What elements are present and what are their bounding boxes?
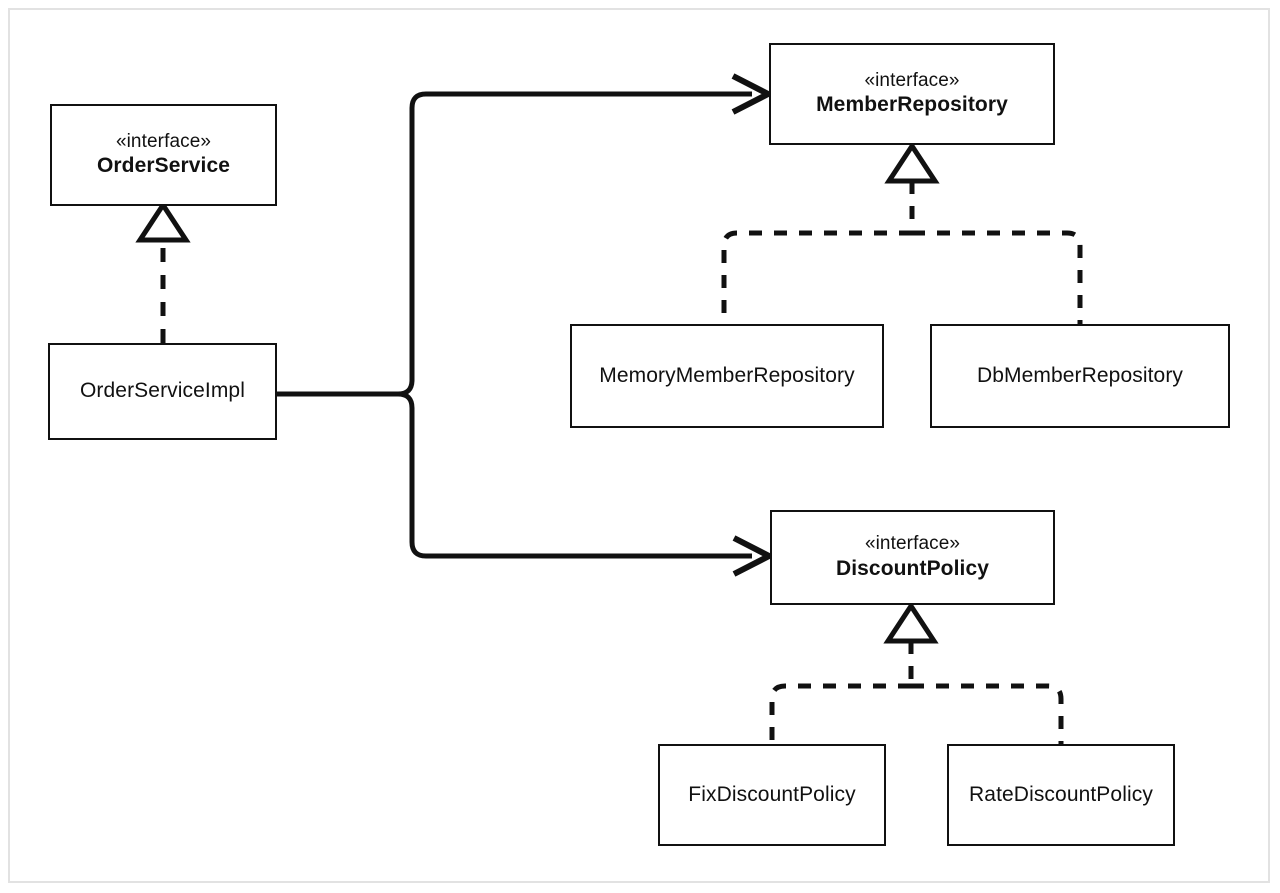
stereotype-label: «interface» — [864, 533, 961, 555]
class-name-label: DiscountPolicy — [835, 556, 990, 580]
class-name-label: MemberRepository — [816, 93, 1008, 117]
uml-node-fix-discount-policy[interactable]: FixDiscountPolicy — [658, 744, 886, 846]
uml-node-order-service-impl[interactable]: OrderServiceImpl — [48, 343, 277, 440]
class-name-label: OrderService — [96, 154, 231, 178]
stereotype-label: «interface» — [864, 69, 960, 91]
uml-node-rate-discount-policy[interactable]: RateDiscountPolicy — [947, 744, 1175, 846]
uml-node-db-member-repository[interactable]: DbMemberRepository — [930, 324, 1230, 428]
stereotype-label: «interface» — [115, 130, 212, 152]
uml-node-order-service[interactable]: «interface» OrderService — [50, 104, 277, 206]
class-name-label: MemoryMemberRepository — [599, 363, 855, 387]
class-name-label: FixDiscountPolicy — [688, 782, 856, 806]
class-name-label: RateDiscountPolicy — [969, 782, 1153, 806]
class-name-label: DbMemberRepository — [976, 363, 1184, 387]
class-name-label: OrderServiceImpl — [80, 379, 245, 403]
uml-node-memory-member-repository[interactable]: MemoryMemberRepository — [570, 324, 884, 428]
uml-node-discount-policy[interactable]: «interface» DiscountPolicy — [770, 510, 1055, 605]
uml-node-member-repository[interactable]: «interface» MemberRepository — [769, 43, 1055, 145]
